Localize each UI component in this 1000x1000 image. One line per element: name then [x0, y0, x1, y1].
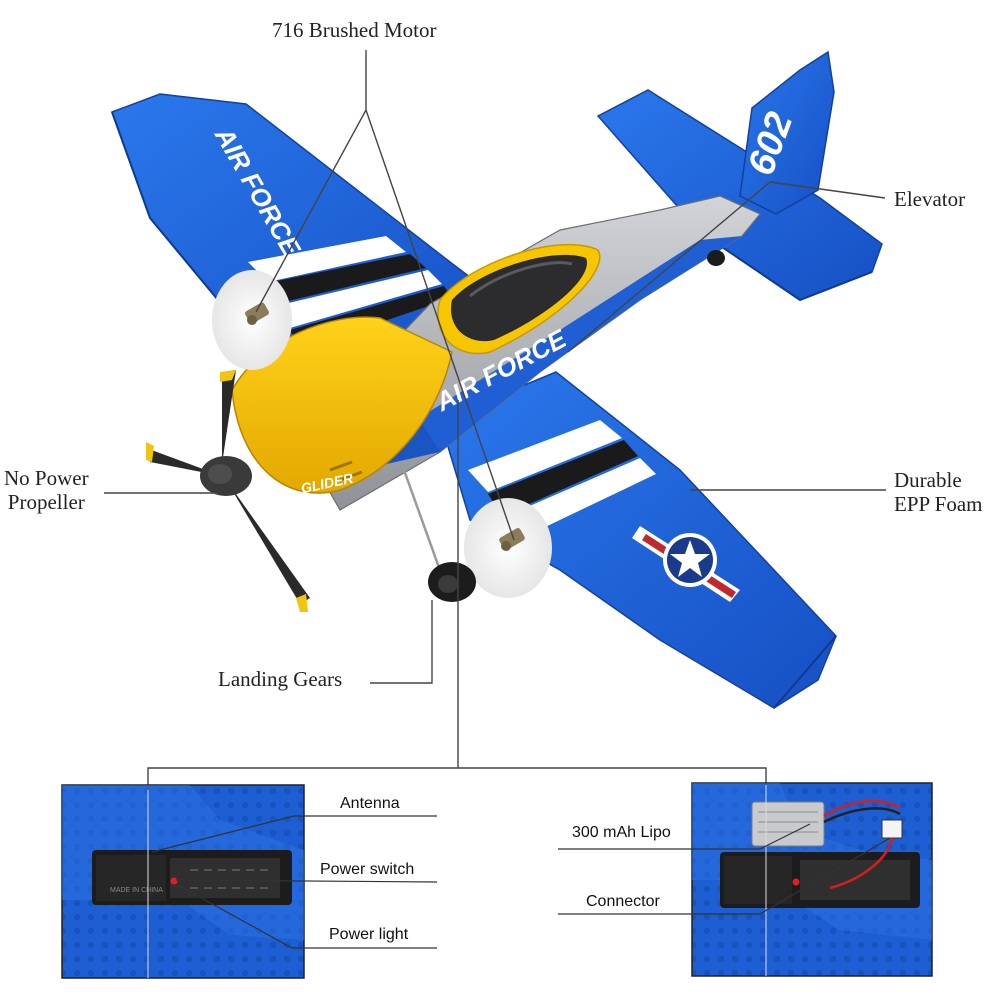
label-foam-line2: EPP Foam — [894, 492, 983, 516]
inset-right-panel — [691, 782, 933, 977]
label-propeller-line2: Propeller — [7, 490, 85, 514]
leader-lines — [104, 50, 886, 790]
propeller — [146, 370, 310, 612]
nose-cowling — [231, 316, 453, 494]
label-elevator: Elevator — [894, 187, 966, 211]
label-foam-line1: Durable — [894, 468, 962, 492]
lipo-battery — [751, 799, 903, 890]
label-motor: 716 Brushed Motor — [272, 18, 437, 42]
left-wing — [111, 93, 502, 373]
label-power-switch: Power switch — [320, 861, 415, 878]
inset-left-panel — [61, 784, 305, 979]
label-battery: 300 mAh Lipo — [572, 824, 671, 841]
canopy — [437, 243, 601, 355]
left-motor — [212, 270, 292, 370]
landing-gear — [402, 250, 725, 602]
label-propeller: No Power Propeller — [4, 466, 89, 514]
label-connector: Connector — [586, 893, 660, 910]
inset-left-leaders — [151, 815, 438, 949]
vertical-fin — [739, 50, 835, 215]
label-landing-gear: Landing Gears — [218, 667, 343, 691]
label-power-light: Power light — [329, 926, 409, 943]
right-motor — [464, 498, 552, 598]
label-propeller-line1: No Power — [4, 466, 89, 490]
label-foam: Durable EPP Foam — [894, 468, 983, 516]
module-text: MADE IN CHINA — [110, 887, 163, 894]
star-insignia — [632, 526, 740, 602]
label-antenna: Antenna — [340, 795, 400, 812]
inset-right-leaders — [558, 823, 891, 915]
